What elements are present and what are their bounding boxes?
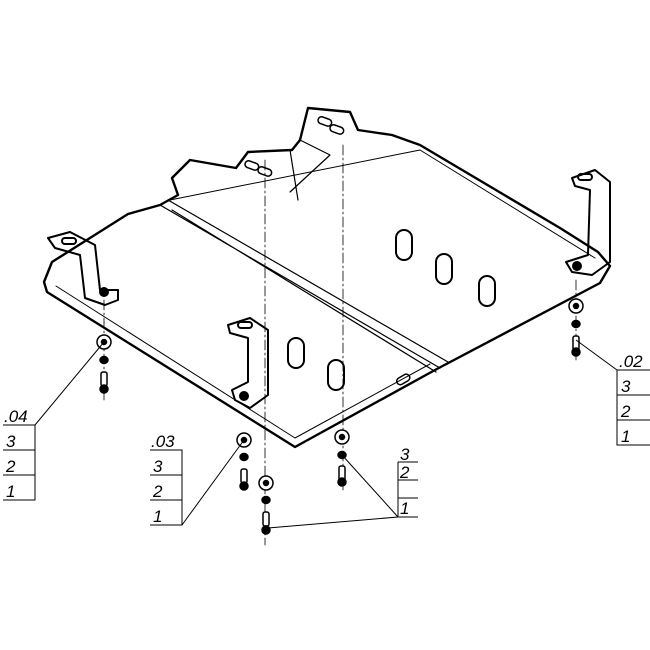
bracket-middle: [227, 317, 269, 409]
callout-item: 3: [6, 432, 16, 451]
callout-id: .02: [619, 352, 643, 371]
callout-03-lines: [150, 439, 245, 526]
callout-item: 2: [620, 402, 631, 421]
callout-item: 3: [153, 457, 163, 476]
callout-item: 1: [6, 482, 15, 501]
callout-03: .03 3 2 1: [151, 432, 175, 526]
callout-id: .04: [4, 407, 28, 426]
callout-id: .03: [151, 432, 175, 451]
bracket-left: [47, 231, 119, 306]
callout-item: 1: [621, 427, 630, 446]
fastener-center-1: [258, 475, 274, 535]
fasteners: [96, 298, 584, 535]
callout-04-lines: [3, 341, 105, 501]
callout-item: 3: [621, 377, 631, 396]
callout-02: .02 3 2 1: [619, 352, 643, 446]
center-ridge: [159, 199, 449, 373]
callout-item: 1: [400, 499, 409, 518]
fastener-02: [568, 298, 584, 357]
callout-center-lines: [267, 454, 418, 529]
slots: [287, 229, 496, 391]
callout-item: 2: [5, 457, 16, 476]
callout-item: 2: [399, 463, 410, 482]
callout-item: 3: [400, 445, 410, 464]
fastener-03: [236, 432, 252, 491]
fastener-04: [96, 334, 112, 394]
callout-center: 3 2 1: [399, 445, 410, 518]
fastener-center-2: [334, 429, 350, 487]
skid-plate-outline: [42, 106, 612, 449]
callout-item: 1: [153, 507, 162, 526]
callout-02-lines: [575, 339, 650, 446]
callout-04: .04 3 2 1: [4, 407, 28, 501]
callout-item: 2: [152, 482, 163, 501]
bracket-right: [565, 169, 611, 276]
